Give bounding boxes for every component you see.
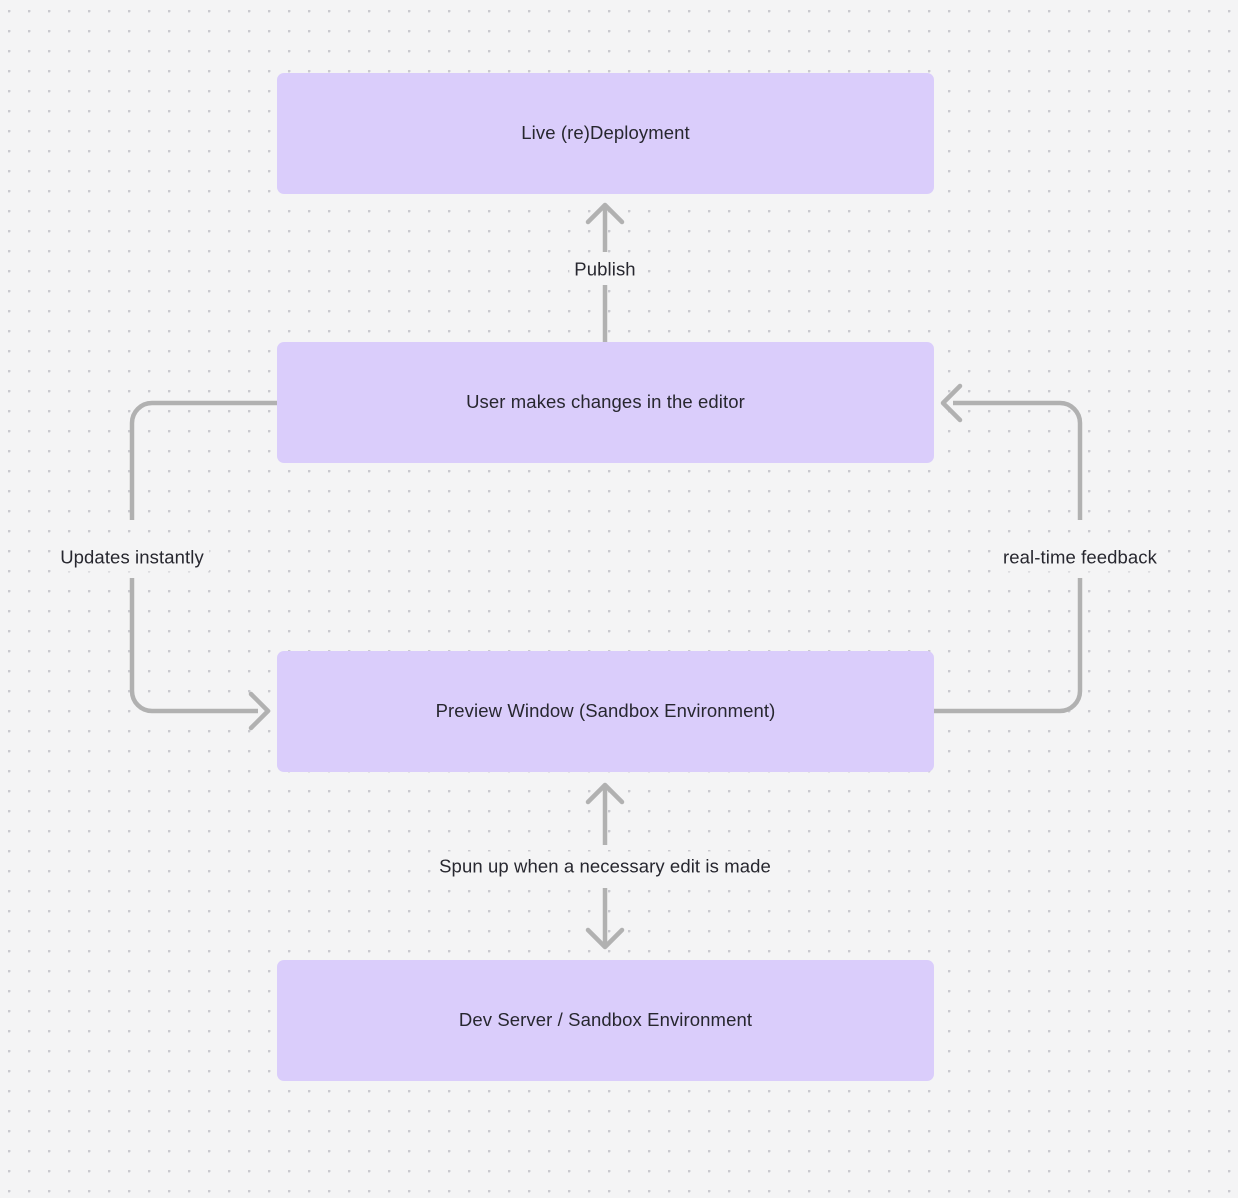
node-live-deployment[interactable]: Live (re)Deployment — [277, 73, 934, 194]
node-preview-window[interactable]: Preview Window (Sandbox Environment) — [277, 651, 934, 772]
edge-label-publish: Publish — [569, 254, 641, 284]
edge-label-spun-up: Spun up when a necessary edit is made — [434, 851, 776, 881]
node-live-deployment-label: Live (re)Deployment — [521, 122, 690, 144]
edge-label-updates-instantly: Updates instantly — [55, 542, 209, 572]
node-user-edits[interactable]: User makes changes in the editor — [277, 342, 934, 463]
node-dev-server[interactable]: Dev Server / Sandbox Environment — [277, 960, 934, 1081]
node-dev-server-label: Dev Server / Sandbox Environment — [458, 1009, 753, 1031]
edge-label-real-time-feedback: real-time feedback — [998, 542, 1162, 572]
node-preview-window-label: Preview Window (Sandbox Environment) — [435, 700, 776, 722]
node-user-edits-label: User makes changes in the editor — [466, 391, 745, 413]
